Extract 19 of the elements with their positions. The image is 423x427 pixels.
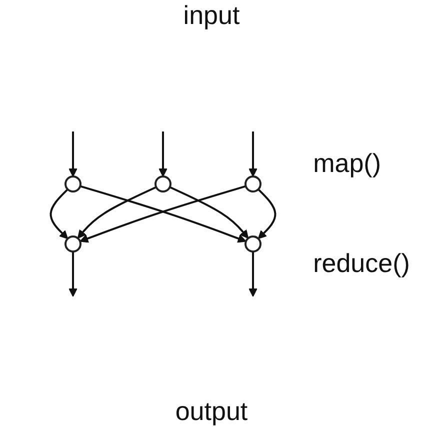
arrow xyxy=(158,131,168,176)
arrow xyxy=(50,188,68,239)
arrow xyxy=(77,186,157,238)
text-label: reduce() xyxy=(313,248,410,279)
text-label: map() xyxy=(313,148,382,179)
arrow xyxy=(80,184,246,242)
node-circle xyxy=(244,175,262,192)
text-label: output xyxy=(175,396,248,427)
arrow xyxy=(248,131,258,176)
node-circle xyxy=(64,175,82,192)
node-circle xyxy=(154,175,172,192)
node-circle xyxy=(244,235,262,252)
arrow xyxy=(258,188,276,239)
arrow xyxy=(169,186,249,238)
arrow xyxy=(68,251,78,296)
arrow xyxy=(248,251,258,296)
text-label: input xyxy=(183,0,240,31)
node-circle xyxy=(64,235,82,252)
arrow xyxy=(68,131,78,176)
